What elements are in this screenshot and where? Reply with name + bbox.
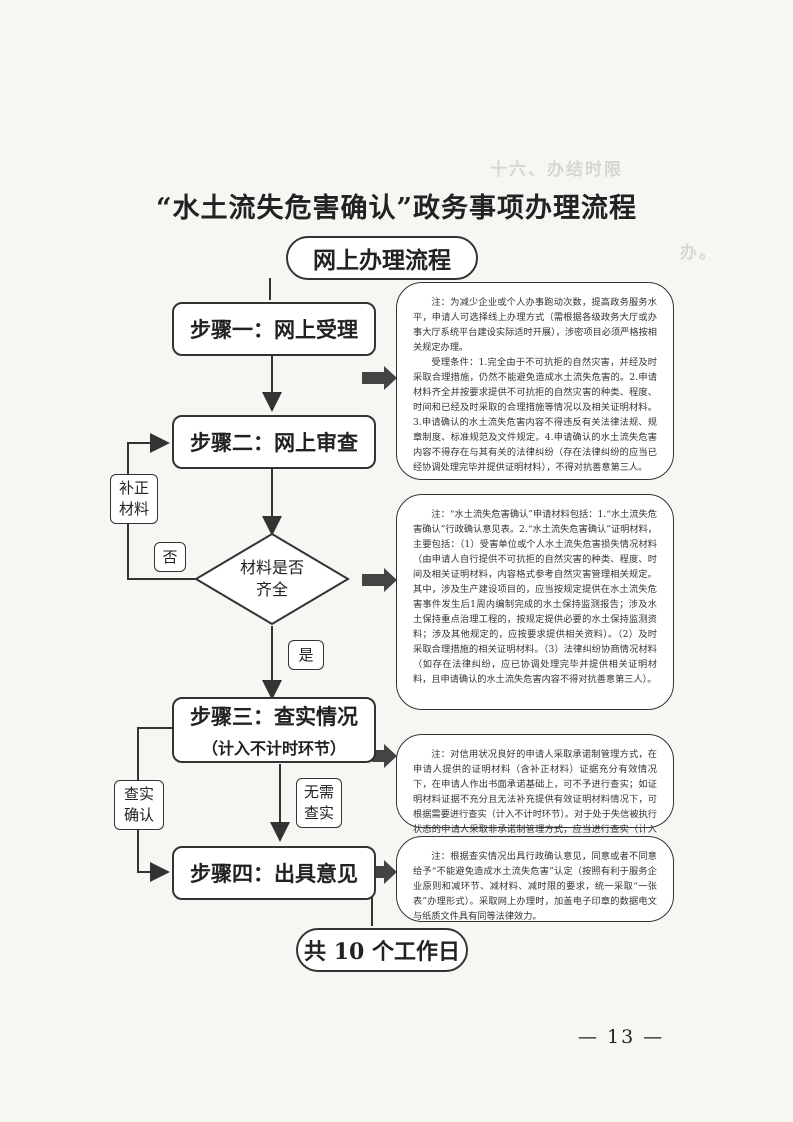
page-number: — 13 — bbox=[578, 1026, 665, 1048]
step3-sublabel: （计入不计时环节） bbox=[201, 739, 346, 758]
no-need-line1: 无需 bbox=[303, 783, 334, 801]
step2-online-review: 步骤二：网上审查 bbox=[172, 415, 376, 469]
note1-paragraph1: 注：为减少企业或个人办事跑动次数，提高政务服务水平，申请人可选择线上办理方式（需… bbox=[413, 297, 657, 353]
pointer-arrow-note3 bbox=[372, 744, 397, 768]
verify-line2: 确认 bbox=[123, 806, 154, 824]
decision-line1: 材料是否 bbox=[239, 558, 304, 577]
page-title: “水土流失危害确认”政务事项办理流程 bbox=[155, 193, 638, 224]
decision-materials-complete: 材料是否 齐全 bbox=[220, 557, 324, 601]
step4-issue-opinion: 步骤四：出具意见 bbox=[172, 846, 376, 900]
label-supplement-materials: 补正材料 bbox=[110, 474, 158, 524]
note4-paragraph1: 注：根据查实情况出具行政确认意见，同意或者不同意给予“不能避免造成水土流失危害”… bbox=[413, 851, 657, 922]
note-application-materials: 注：“水土流失危害确认”申请材料包括：1.“水土流失危害确认”行政确认意见表。2… bbox=[396, 494, 674, 710]
label-yes: 是 bbox=[288, 640, 324, 670]
note-commitment-management: 注：对信用状况良好的申请人采取承诺制管理方式，在申请人提供的证明材料（含补正材料… bbox=[396, 734, 674, 850]
note-acceptance-conditions: 注：为减少企业或个人办事跑动次数，提高政务服务水平，申请人可选择线上办理方式（需… bbox=[396, 282, 674, 480]
note-issue-opinion: 注：根据查实情况出具行政确认意见，同意或者不同意给予“不能避免造成水土流失危害”… bbox=[396, 836, 674, 922]
label-no: 否 bbox=[154, 542, 186, 572]
supplement-line2: 材料 bbox=[118, 500, 149, 518]
step1-online-acceptance: 步骤一：网上受理 bbox=[172, 302, 376, 356]
step3-label: 步骤三：查实情况 bbox=[190, 705, 358, 729]
label-no-need-verify: 无需查实 bbox=[296, 778, 342, 828]
no-need-line2: 查实 bbox=[303, 804, 334, 822]
note1-paragraph2: 受理条件：1.完全由于不可抗拒的自然灾害，并经及时采取合理措施，仍然不能避免造成… bbox=[413, 357, 657, 473]
note2-paragraph1: 注：“水土流失危害确认”申请材料包括：1.“水土流失危害确认”行政确认意见表。2… bbox=[413, 509, 657, 685]
pointer-arrow-note1 bbox=[362, 366, 397, 390]
step3-verify-situation: 步骤三：查实情况 （计入不计时环节） bbox=[172, 697, 376, 763]
online-process-header: 网上办理流程 bbox=[286, 236, 478, 280]
label-verify-confirm: 查实确认 bbox=[114, 780, 164, 830]
decision-line2: 齐全 bbox=[255, 580, 288, 599]
pointer-arrow-note2 bbox=[362, 568, 397, 592]
note-pointer-arrows bbox=[362, 366, 397, 884]
total-working-days: 共 10 个工作日 bbox=[296, 928, 468, 972]
verify-line1: 查实 bbox=[123, 785, 154, 803]
pointer-arrow-note4 bbox=[372, 860, 397, 884]
bleed-through-text: 十六、办结时限 bbox=[490, 160, 623, 180]
decision-diamond bbox=[194, 532, 350, 626]
bleed-through-text: 办。 bbox=[680, 243, 718, 263]
supplement-line1: 补正 bbox=[118, 479, 149, 497]
